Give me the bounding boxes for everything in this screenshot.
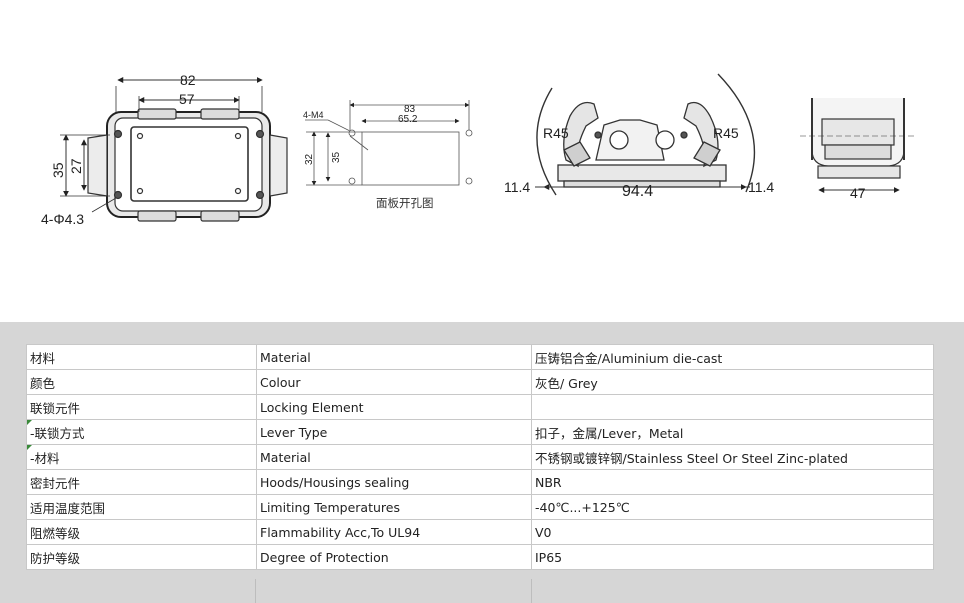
cell-chinese-name: 材料: [26, 344, 257, 370]
cell-value: -40℃...+125℃: [531, 494, 934, 520]
cell-value: 不锈钢或镀锌钢/Stainless Steel Or Steel Zinc-pl…: [531, 444, 934, 470]
cell-english-name: Material: [256, 444, 532, 470]
cell-chinese-name: 阻燃等级: [26, 519, 257, 545]
cell-chinese-name: 联锁元件: [26, 394, 257, 420]
view-end: [800, 98, 916, 193]
cell-value: 压铸铝合金/Aluminium die-cast: [531, 344, 934, 370]
cell-chinese-name: -材料: [26, 444, 257, 470]
view-panel-cutout: [305, 100, 473, 186]
view-side-levers: [535, 73, 756, 196]
dim-m4: 4-M4: [303, 110, 324, 120]
cell-chinese-name: 防护等级: [26, 544, 257, 570]
cell-value: 灰色/ Grey: [531, 369, 934, 395]
dim-83: 83: [404, 104, 416, 115]
cell-value: V0: [531, 519, 934, 545]
dim-35b: 35: [331, 151, 342, 163]
dim-32: 32: [304, 153, 315, 165]
cell-value: IP65: [531, 544, 934, 570]
panel-caption: 面板开孔图: [376, 196, 434, 210]
cell-value: NBR: [531, 469, 934, 495]
cell-english-name: Limiting Temperatures: [256, 494, 532, 520]
dim-27: 27: [68, 158, 84, 174]
dim-r45-right: R45: [713, 125, 739, 141]
cell-value: 扣子，金属/Lever，Metal: [531, 419, 934, 445]
table-extension-col-1: [26, 579, 256, 603]
cell-english-name: Flammability Acc,To UL94: [256, 519, 532, 545]
dim-82: 82: [180, 72, 196, 88]
cell-english-name: Degree of Protection: [256, 544, 532, 570]
cell-value: [531, 394, 934, 420]
dim-65-2: 65.2: [398, 114, 418, 125]
cell-chinese-name: 颜色: [26, 369, 257, 395]
table-extension: [26, 579, 933, 603]
cell-chinese-name: -联锁方式: [26, 419, 257, 445]
dim-11-4-left: 11.4: [504, 179, 530, 195]
dim-35: 35: [50, 162, 66, 178]
technical-drawing: 82 57 35 27 4-Φ4.3 83 65.2 4-M4 32 35 面板…: [41, 72, 916, 227]
dim-11-4-right: 11.4: [748, 179, 774, 195]
dim-94-4: 94.4: [622, 183, 653, 200]
cell-english-name: Colour: [256, 369, 532, 395]
drawing-svg: 82 57 35 27 4-Φ4.3 83 65.2 4-M4 32 35 面板…: [41, 72, 916, 227]
dim-r45-left: R45: [543, 125, 569, 141]
table-extension-col-2: [255, 579, 532, 603]
dim-holes: 4-Φ4.3: [41, 211, 84, 227]
cell-chinese-name: 适用温度范围: [26, 494, 257, 520]
cell-english-name: Locking Element: [256, 394, 532, 420]
cell-english-name: Lever Type: [256, 419, 532, 445]
dim-57: 57: [179, 91, 195, 107]
cell-english-name: Hoods/Housings sealing: [256, 469, 532, 495]
cell-english-name: Material: [256, 344, 532, 370]
cell-chinese-name: 密封元件: [26, 469, 257, 495]
view-top: [60, 77, 288, 222]
dim-47: 47: [850, 185, 866, 201]
